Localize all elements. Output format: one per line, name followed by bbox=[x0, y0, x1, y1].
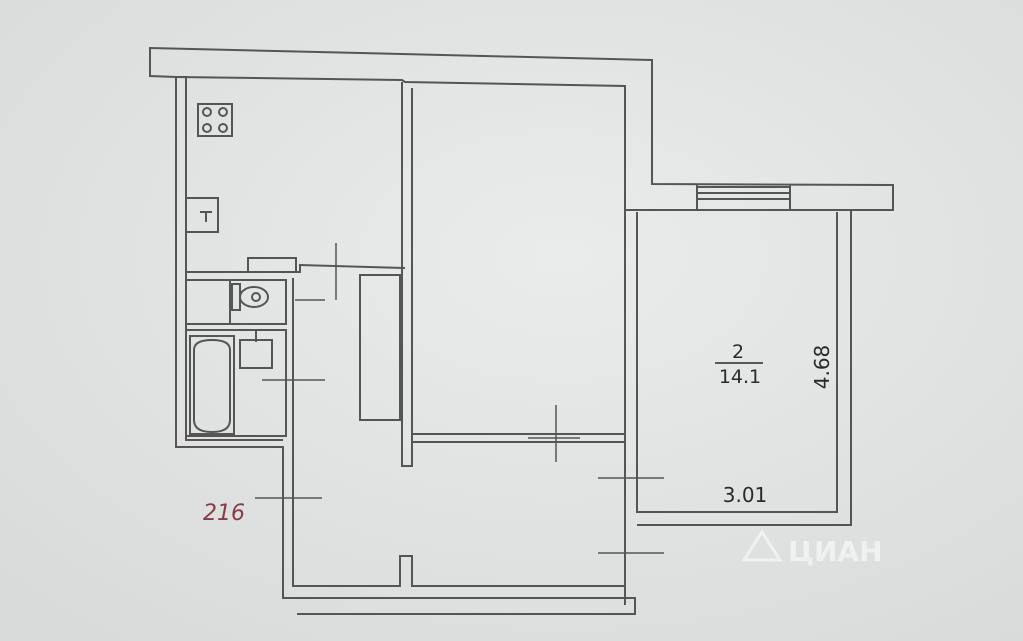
cian-watermark-text: ЦИАН bbox=[788, 535, 883, 568]
corridor-walls bbox=[292, 278, 625, 587]
toilet-icon bbox=[231, 283, 269, 311]
bathroom-sink-icon bbox=[239, 330, 273, 369]
toilet-room bbox=[185, 279, 287, 325]
bathtub-icon bbox=[189, 335, 235, 435]
room-2-label: 2 14.1 bbox=[715, 341, 763, 388]
living-room-left-wall bbox=[401, 82, 413, 467]
balcony-window bbox=[696, 185, 791, 210]
kitchen-sink-icon bbox=[185, 197, 219, 233]
cian-watermark: ЦИАН bbox=[741, 529, 883, 568]
room-number: 2 bbox=[732, 341, 744, 363]
room-area: 14.1 bbox=[719, 366, 761, 388]
room-width-dimension: 3.01 bbox=[723, 483, 768, 507]
room-length-dimension: 4.68 bbox=[810, 345, 834, 390]
wardrobe bbox=[359, 274, 401, 421]
wall-left-inner bbox=[185, 270, 283, 441]
bathroom bbox=[185, 329, 287, 437]
living-room-bottom-wall bbox=[412, 433, 625, 443]
stove-icon bbox=[197, 103, 233, 137]
room-2-walls bbox=[624, 210, 852, 605]
kitchen-partition bbox=[186, 263, 406, 273]
apartment-number: 216 bbox=[203, 501, 245, 526]
door-markers bbox=[255, 243, 664, 554]
exterior-wall-top bbox=[149, 46, 894, 211]
cian-logo-icon bbox=[741, 529, 783, 562]
radiator-icon bbox=[247, 257, 297, 273]
